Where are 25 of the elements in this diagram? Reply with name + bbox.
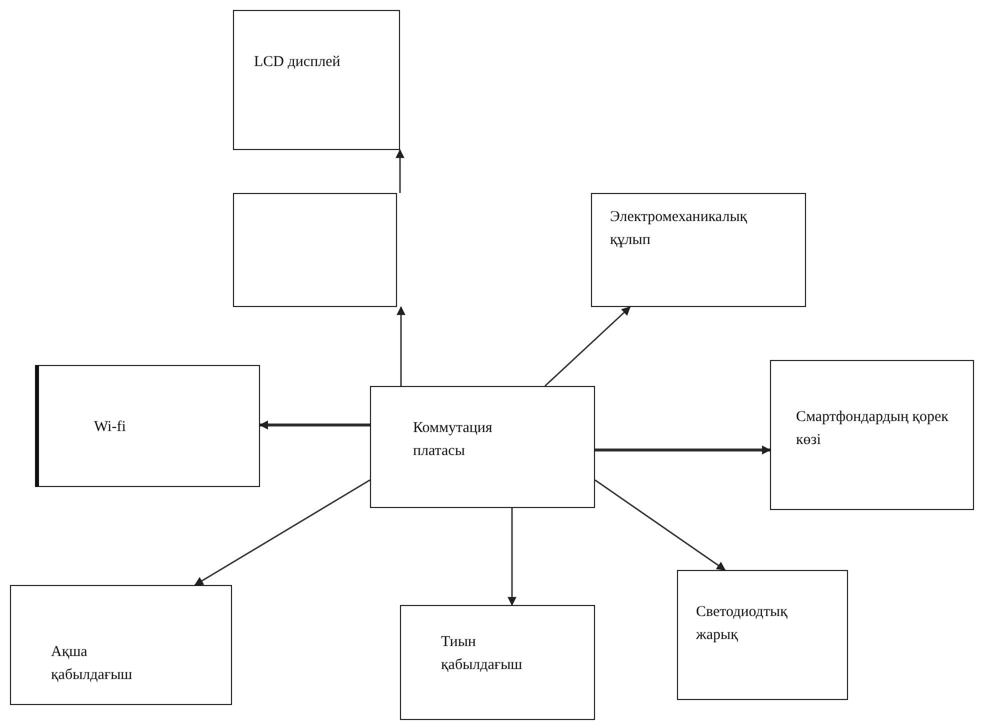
process-box <box>591 193 806 307</box>
process-box <box>10 585 232 705</box>
process-box <box>677 570 848 700</box>
arrow <box>396 306 406 386</box>
process-box <box>35 365 260 487</box>
arrow <box>544 306 631 387</box>
empty-box <box>233 193 397 307</box>
arrow <box>194 479 370 586</box>
box-label: Электромеханикалық құлып <box>610 208 748 250</box>
box-label: Wi-fi <box>94 418 127 437</box>
box-label: Смартфондардың қорек көзі <box>796 408 950 450</box>
arrow <box>594 479 726 571</box>
arrow <box>259 420 370 430</box>
box-label: Светодиодтық жарық <box>696 603 788 644</box>
box-label: LCD дисплей <box>254 53 342 72</box>
arrow <box>595 446 771 454</box>
arrow <box>508 508 516 606</box>
box-label: Коммутация платасы <box>413 419 494 460</box>
box-label: Ақша қабылдағыш <box>51 643 134 684</box>
process-box <box>770 360 974 510</box>
process-box <box>370 386 595 508</box>
arrow <box>396 149 404 193</box>
process-box <box>233 10 400 150</box>
box-label: Тиын қабылдағыш <box>441 633 524 674</box>
process-box <box>400 605 595 720</box>
